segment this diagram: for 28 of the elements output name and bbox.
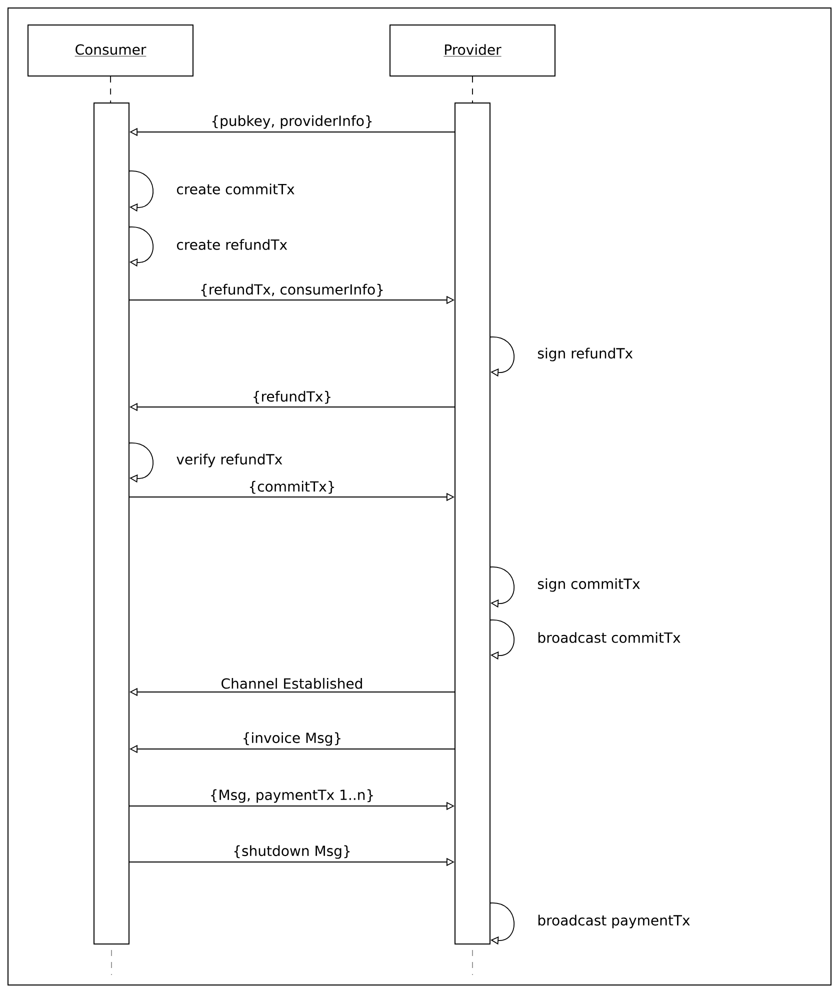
self-arrow bbox=[490, 336, 514, 377]
edge-label: {shutdown Msg} bbox=[232, 844, 352, 860]
self-arrow bbox=[129, 170, 154, 212]
edge-label: verify refundTx bbox=[175, 452, 284, 468]
edge-label: sign refundTx bbox=[536, 346, 634, 362]
self-arrow bbox=[490, 902, 514, 945]
self-arrow bbox=[129, 442, 154, 483]
edge-label: {pubkey, providerInfo} bbox=[210, 114, 374, 130]
edge-label: {refundTx, consumerInfo} bbox=[198, 282, 386, 298]
edge-label: {commitTx} bbox=[247, 480, 337, 495]
activation-bar bbox=[94, 102, 130, 944]
edge-label: sign commitTx bbox=[536, 577, 642, 593]
edge-label: {refundTx} bbox=[250, 390, 334, 405]
edge-label: broadcast paymentTx bbox=[536, 914, 692, 930]
self-arrow bbox=[490, 620, 514, 660]
self-arrow bbox=[490, 566, 514, 608]
self-arrow bbox=[129, 226, 154, 267]
lifeline bbox=[472, 76, 473, 103]
edge-label: create refundTx bbox=[175, 238, 289, 251]
edge-label: {invoice Msg} bbox=[240, 731, 344, 747]
edge-label: Channel Established bbox=[220, 676, 364, 690]
participant-box: Provider bbox=[390, 24, 556, 76]
edge-label: create commitTx bbox=[175, 182, 296, 196]
lifeline bbox=[110, 76, 112, 103]
edge-label: broadcast commitTx bbox=[536, 631, 682, 644]
edge-label: {Msg, paymentTx 1..n} bbox=[208, 788, 376, 804]
activation-bar bbox=[454, 102, 490, 944]
participant-box: Consumer bbox=[28, 24, 194, 76]
